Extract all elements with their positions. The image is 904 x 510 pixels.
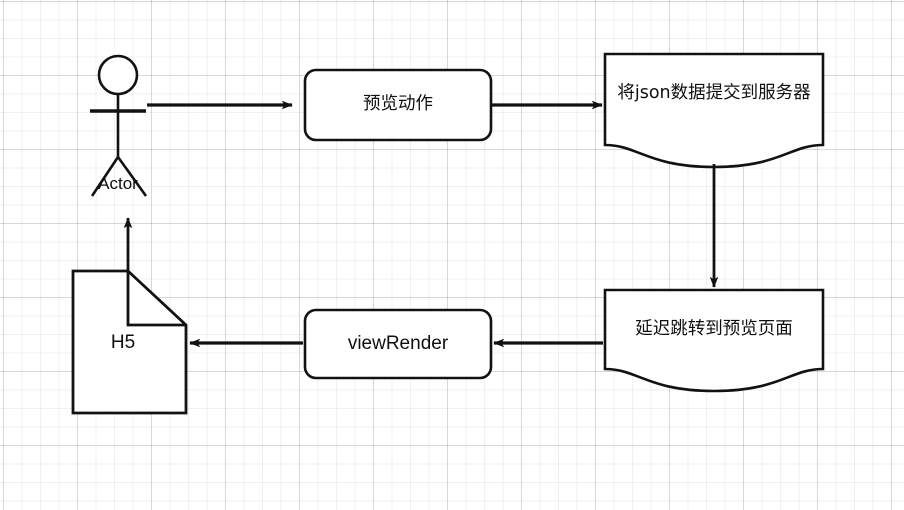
node-preview-action-shape: [303, 68, 493, 142]
node-h5-page-fold: [126, 271, 186, 327]
node-actor-shape: [90, 54, 148, 197]
node-submit-json-shape: [603, 52, 825, 169]
node-view-render-shape: [303, 308, 493, 380]
node-delayed-jump-shape: [603, 288, 825, 393]
node-h5-page-shape: [71, 269, 188, 415]
